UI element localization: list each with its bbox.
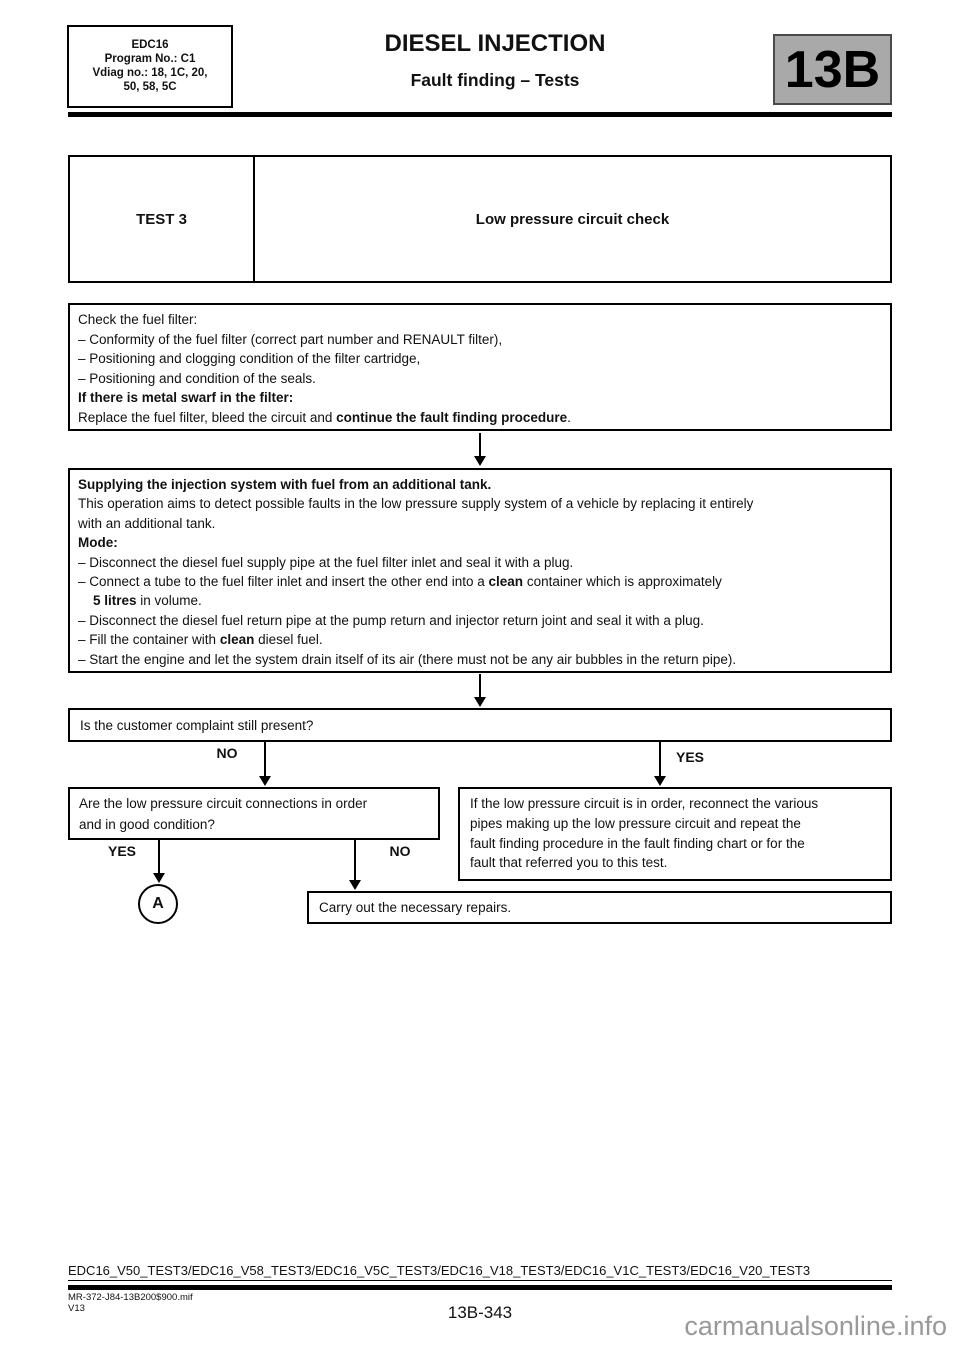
- header-info-line: EDC16: [131, 39, 169, 51]
- repairs-text: Carry out the necessary repairs.: [319, 900, 512, 915]
- footer-reference-line: EDC16_V50_TEST3/EDC16_V58_TEST3/EDC16_V5…: [68, 1263, 892, 1281]
- header-info-line: 50, 58, 5C: [123, 81, 177, 93]
- header-info-line: Vdiag no.: 18, 1C, 20,: [92, 67, 208, 79]
- arrow-down-icon: [474, 433, 486, 466]
- text-segment: – Connect a tube to the fuel filter inle…: [78, 574, 489, 590]
- text-segment: container which is approximately: [523, 574, 722, 590]
- text-line: Check the fuel filter:: [78, 312, 198, 327]
- page-number: 13B-343: [447, 1303, 513, 1322]
- text-line: pipes making up the low pressure circuit…: [470, 815, 801, 831]
- footer-rule: [68, 1285, 892, 1290]
- yes-label: YES: [675, 749, 704, 765]
- text-line: with an additional tank.: [78, 515, 216, 531]
- connector-a-badge: A: [138, 884, 178, 924]
- header-info-line: Program No.: C1: [104, 53, 196, 65]
- question-box: Is the customer complaint still present?: [68, 708, 892, 742]
- text-line: – Positioning and clogging condition of …: [78, 351, 421, 366]
- text-segment: – Fill the container with: [78, 632, 220, 648]
- test-label: TEST 3: [70, 157, 255, 281]
- text-line: Supplying the injection system with fuel…: [78, 477, 492, 492]
- page-subtitle: Fault finding – Tests: [410, 70, 580, 90]
- arrow-down-icon: [349, 840, 361, 890]
- text-line: fault that referred you to this test.: [470, 855, 668, 871]
- text-line: Are the low pressure circuit connections…: [79, 796, 368, 811]
- text-line: – Conformity of the fuel filter (correct…: [78, 331, 503, 347]
- text-segment: .: [567, 409, 571, 425]
- footer-mif-file: MR-372-J84-13B200$900.mif: [68, 1292, 193, 1303]
- page-title: DIESEL INJECTION: [384, 30, 606, 57]
- arrow-down-icon: [474, 674, 486, 707]
- text-line: and in good condition?: [79, 817, 215, 832]
- arrow-down-icon: [153, 840, 165, 883]
- test-title: Low pressure circuit check: [475, 210, 670, 228]
- text-line: – Connect a tube to the fuel filter inle…: [78, 572, 882, 591]
- text-line: 5 litres in volume.: [93, 591, 882, 610]
- yes-label: YES: [107, 843, 136, 859]
- text-segment: clean: [488, 574, 524, 590]
- no-label: NO: [389, 843, 411, 859]
- text-segment: diesel fuel.: [254, 632, 323, 648]
- test-header-box: TEST 3 Low pressure circuit check: [68, 155, 892, 283]
- text-line: – Disconnect the diesel fuel supply pipe…: [78, 554, 574, 570]
- text-line: – Start the engine and let the system dr…: [78, 651, 737, 667]
- question-text: Is the customer complaint still present?: [80, 717, 314, 733]
- watermark: carmanualsonline.info: [684, 1311, 947, 1341]
- section-badge: 13B: [773, 34, 892, 105]
- text-line: Replace the fuel filter, bleed the circu…: [78, 408, 882, 428]
- text-segment: continue the fault finding procedure: [336, 409, 568, 425]
- text-line: – Fill the container with clean diesel f…: [78, 630, 882, 649]
- text-line: Mode:: [78, 535, 118, 551]
- check-filter-box: Check the fuel filter: – Conformity of t…: [68, 303, 892, 431]
- arrow-down-icon: [259, 742, 271, 786]
- text-segment: Replace the fuel filter, bleed the circu…: [78, 409, 337, 425]
- text-segment: clean: [219, 632, 255, 648]
- text-line: fault finding procedure in the fault fin…: [470, 835, 805, 851]
- connections-question-box: Are the low pressure circuit connections…: [68, 787, 440, 840]
- header-rule: [68, 112, 892, 117]
- repairs-box: Carry out the necessary repairs.: [307, 891, 892, 924]
- text-line: – Disconnect the diesel fuel return pipe…: [78, 612, 704, 628]
- footer-version: V13: [68, 1303, 85, 1314]
- text-line: – Positioning and condition of the seals…: [78, 370, 316, 386]
- no-label: NO: [216, 745, 238, 761]
- supply-tank-box: Supplying the injection system with fuel…: [68, 468, 892, 673]
- header-info-box: EDC16 Program No.: C1 Vdiag no.: 18, 1C,…: [67, 25, 233, 108]
- reconnect-action-box: If the low pressure circuit is in order,…: [458, 787, 892, 881]
- text-segment: 5 litres: [93, 593, 137, 609]
- text-segment: in volume.: [136, 593, 202, 609]
- arrow-down-icon: [654, 742, 666, 786]
- text-line: If the low pressure circuit is in order,…: [470, 796, 819, 811]
- text-line: This operation aims to detect possible f…: [78, 496, 754, 512]
- text-line: If there is metal swarf in the filter:: [78, 390, 294, 405]
